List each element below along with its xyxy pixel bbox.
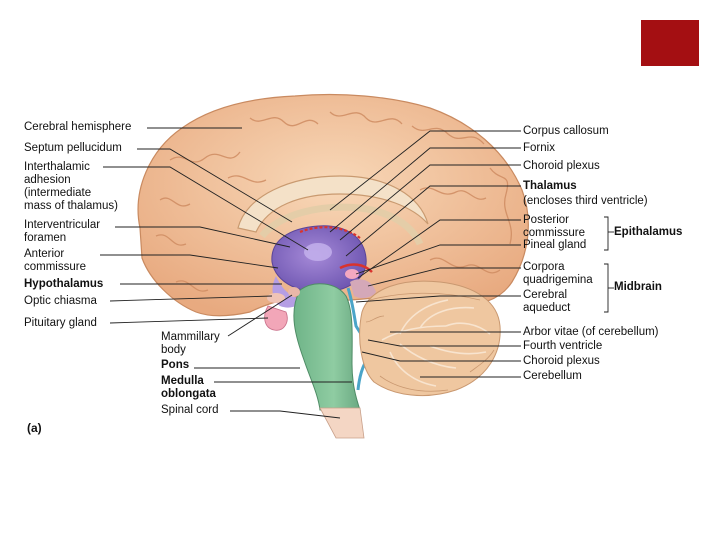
label-corpora-quadrigemina: Corpora quadrigemina [523,261,593,286]
label-arbor-vitae: Arbor vitae (of cerebellum) [523,326,659,338]
label-mammillary-body: Mammillary body [161,331,220,356]
pineal-gland-shape [345,269,359,279]
label-corpus-callosum: Corpus callosum [523,125,609,137]
label-cerebral-aqueduct: Cerebral aqueduct [523,289,571,314]
cerebellar-folia [365,292,495,392]
mammillary-body-shape [288,287,300,297]
brainstem-shape [293,283,361,411]
label-medulla-oblongata: Medulla oblongata [161,375,216,400]
choroid-plexus-pineal-shape [339,263,373,273]
choroid-plexus-upper-shape [299,226,361,239]
label-cerebral-hemisphere: Cerebral hemisphere [24,121,132,133]
label-hypothalamus: Hypothalamus [24,278,104,290]
label-cerebellum: Cerebellum [523,370,582,382]
cerebellum-shape [359,280,501,397]
corner-color-block [641,20,699,66]
label-posterior-commissure: Posterior commissure [523,214,585,239]
fornix-shape [259,203,424,246]
label-fornix: Fornix [523,142,555,154]
arbor-vitae-pattern [381,299,491,387]
interthalamic-adhesion-shape [304,243,332,261]
group-label-midbrain: Midbrain [614,281,662,293]
label-choroid-plexus-lower: Choroid plexus [523,355,600,367]
label-septum-pellucidum: Septum pellucidum [24,142,122,154]
spinal-cord-shape [319,407,365,439]
label-choroid-plexus-upper: Choroid plexus [523,160,600,172]
label-pituitary-gland: Pituitary gland [24,317,97,329]
label-thalamus: Thalamus [523,180,577,192]
gyri-pattern [155,111,512,292]
corpora-quadrigemina-shape [350,279,376,299]
optic-chiasma-shape [267,293,285,303]
label-pons: Pons [161,359,190,371]
leader-lines [100,127,614,419]
label-interthalamic-adhesion: Interthalamic adhesion (intermediate mas… [24,161,118,212]
pituitary-gland-shape [264,305,288,331]
label-thalamus-note: (encloses third ventricle) [523,195,648,207]
label-pineal-gland: Pineal gland [523,239,587,251]
label-fourth-ventricle: Fourth ventricle [523,340,603,352]
label-optic-chiasma: Optic chiasma [24,295,97,307]
label-interventricular-foramen: Interventricular foramen [24,219,101,244]
label-anterior-commissure: Anterior commissure [24,248,86,273]
panel-letter: (a) [27,421,42,435]
label-spinal-cord: Spinal cord [161,404,219,416]
group-label-epithalamus: Epithalamus [614,226,683,238]
